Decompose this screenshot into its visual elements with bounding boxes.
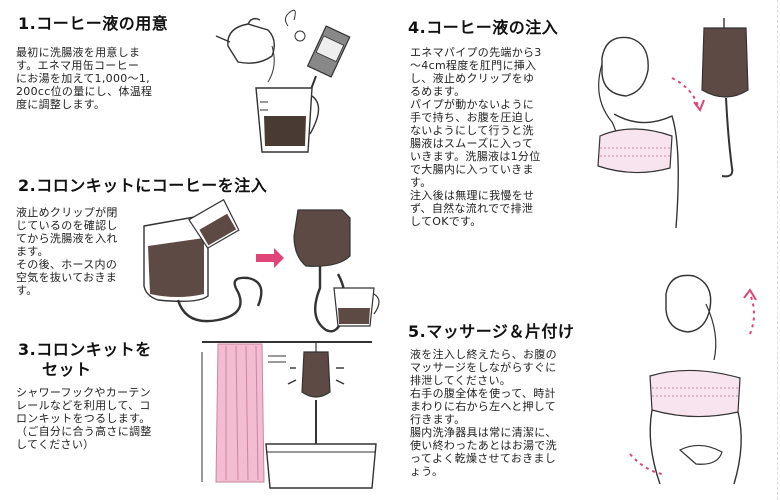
page-right-edge [772,0,778,500]
colon-kit-fill-illustration [143,198,380,333]
step-5-body: 液を注入し終えたら、お腹の マッサージをしながらすぐに 排泄してください。 右手… [410,348,557,478]
step-3-body: シャワーフックやカーテン レールなどを利用して、コ ロンキットをつるします。 （… [16,386,152,451]
step-1-title: 1.コーヒー液の用意 [10,8,184,36]
step-5-title: 5.マッサージ＆片付け [400,316,591,344]
step-3-title-line1: 3.コロンキットを [10,334,168,362]
step-4-title: 4.コーヒー液の注入 [400,12,574,40]
step-4-body: エネマパイプの先端から3 〜4cm程度を肛門に挿入 し、液止めクリップをゆ るめ… [410,46,542,228]
woman-massage-illustration [629,274,757,485]
step-3-title-line2: セット [34,354,108,382]
step-2-title: 2.コロンキットにコーヒーを注入 [10,170,283,198]
step-2-body: 液止めクリップが閉 じているのを確認し てから洗腸液を入れ ます。 その後、ホー… [16,206,118,297]
coffee-pour-illustration [215,9,351,153]
woman-with-enema-kit-illustration [597,18,749,229]
step-1-body: 最初に洗腸液を用意しま す。エネマ用缶コーヒー にお湯を加えて1,000〜1, … [16,46,153,111]
shower-curtain-illustration [201,341,377,489]
